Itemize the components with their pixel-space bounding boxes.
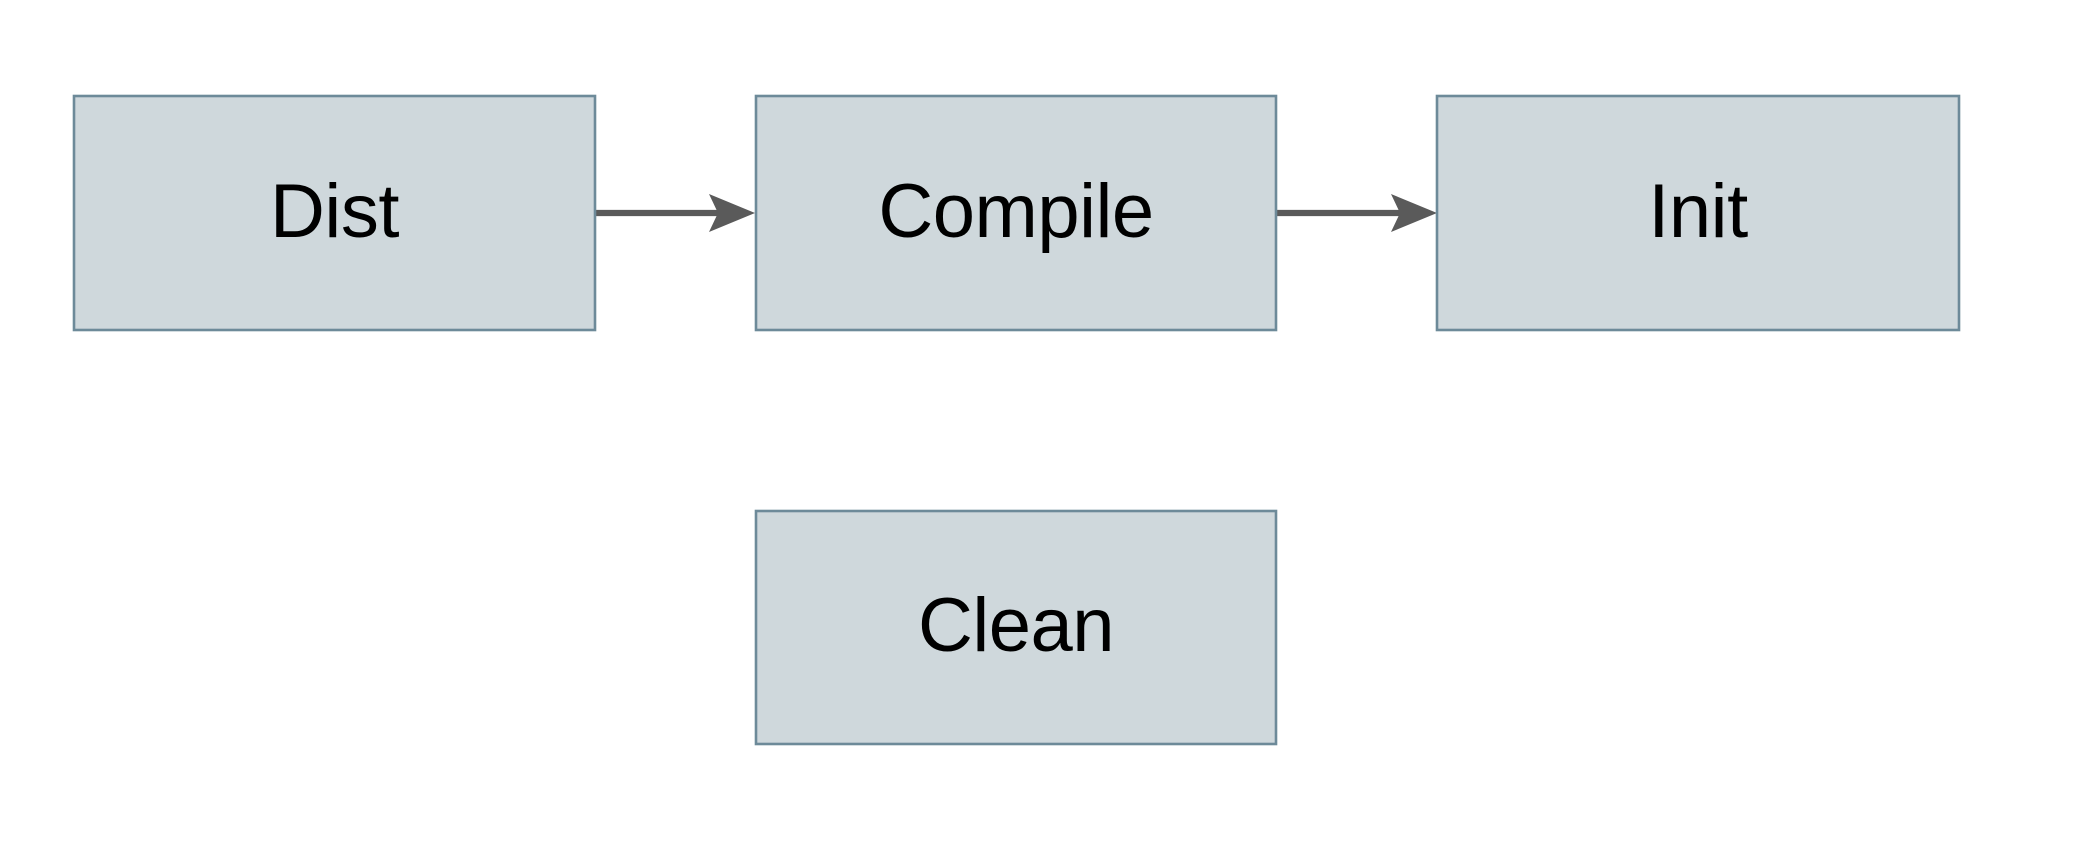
node-clean[interactable]: Clean: [754, 509, 1278, 746]
node-dist[interactable]: Dist: [72, 94, 597, 332]
node-shape: [754, 94, 1278, 332]
edge-compile-to-init[interactable]: [1277, 194, 1437, 232]
edge-dist-to-compile[interactable]: [595, 194, 755, 232]
node-shape: [72, 94, 597, 332]
arrowhead-icon: [709, 194, 755, 232]
node-shape: [1435, 94, 1961, 332]
node-shape: [754, 509, 1278, 746]
arrowhead-icon: [1391, 194, 1437, 232]
node-compile[interactable]: Compile: [754, 94, 1278, 332]
node-init[interactable]: Init: [1435, 94, 1961, 332]
